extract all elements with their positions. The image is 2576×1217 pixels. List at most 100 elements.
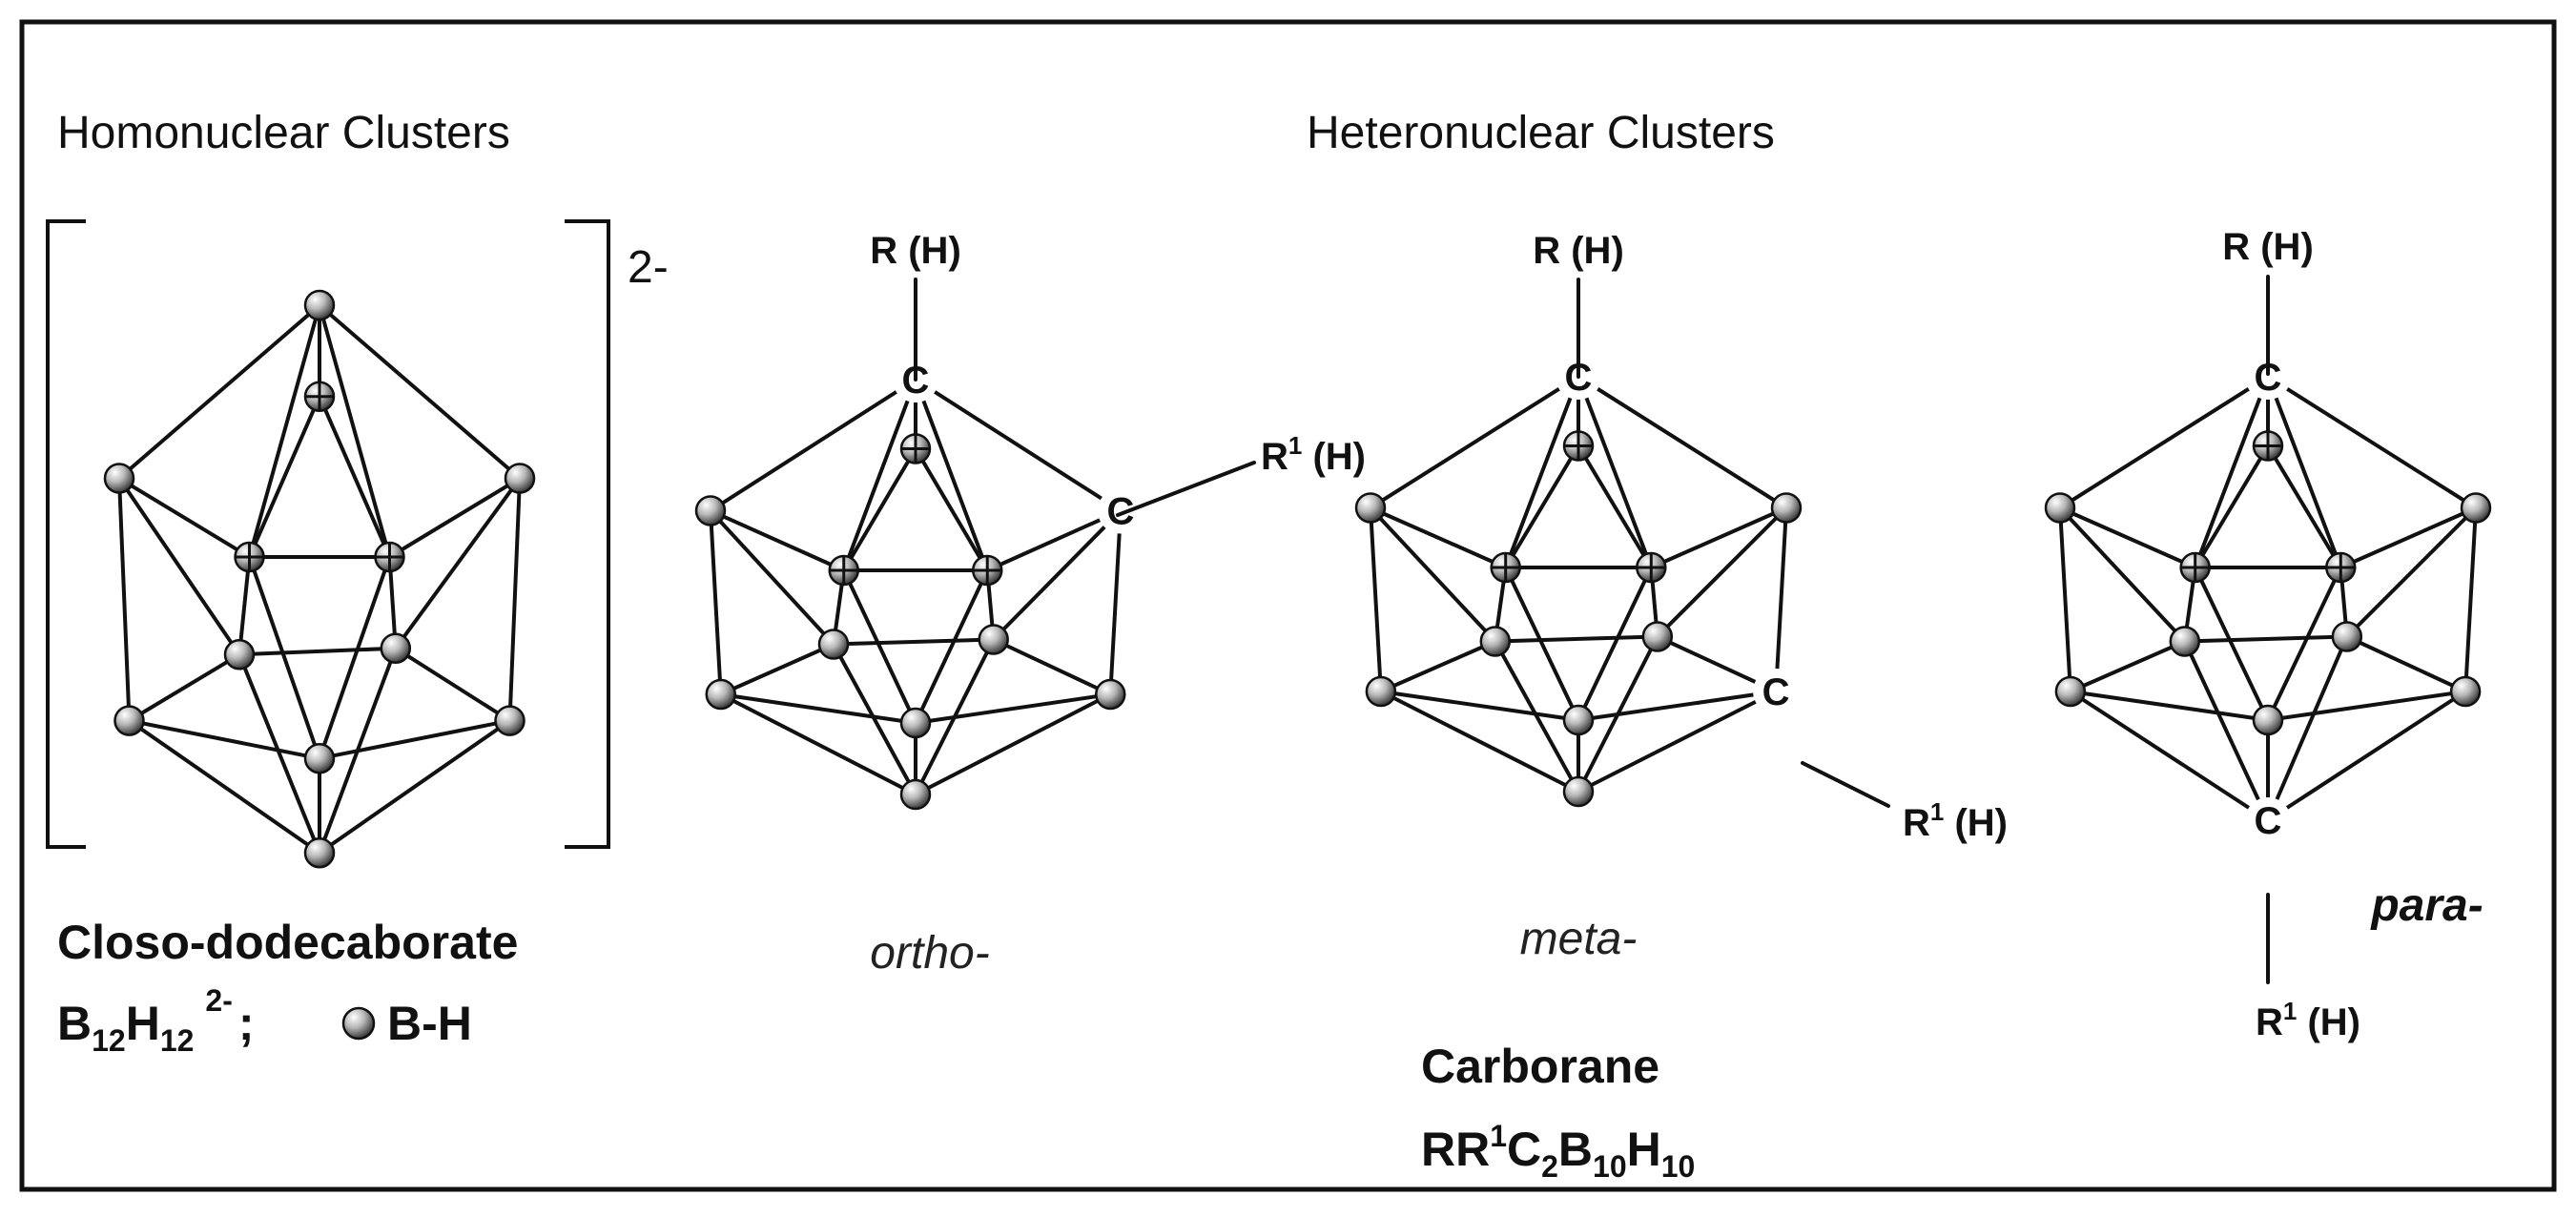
cluster-bond (237, 652, 321, 856)
boron-atom-icon (899, 778, 932, 811)
cluster-bond (2266, 375, 2343, 569)
cluster-bond (2068, 639, 2187, 693)
cluster-bond (709, 508, 723, 696)
cluster-bond (117, 476, 241, 657)
caption-para: para- (2369, 880, 2483, 931)
boron-atom-icon (380, 632, 412, 664)
cluster-bond (318, 394, 392, 559)
boron-atom-icon (504, 463, 536, 494)
caption-meta: meta- (1520, 914, 1638, 964)
cluster-bond (2058, 505, 2072, 693)
cluster-bond (117, 476, 132, 723)
boron-atom-icon (817, 629, 850, 660)
cluster-bond (2339, 505, 2478, 569)
cluster-bond (1503, 443, 1580, 569)
cluster-bond (1577, 443, 1654, 569)
cluster-bond (1655, 505, 1788, 639)
boron-atom-icon (2169, 626, 2201, 657)
boron-atom-icon (899, 707, 932, 739)
cluster-bond (1493, 634, 1659, 644)
boron-atom-icon (1562, 775, 1595, 808)
cluster-bond (127, 652, 241, 723)
cluster-bond (1378, 690, 1580, 794)
cluster-bond (2068, 690, 2270, 722)
cluster-bond (991, 508, 1123, 642)
cluster-bond (718, 692, 917, 796)
boron-atom-icon (1095, 678, 1126, 711)
carbon-atom-bg (2245, 797, 2291, 843)
boron-atom-icon (303, 289, 336, 321)
figure-frame (19, 19, 2557, 1192)
cluster-bond (318, 646, 398, 856)
cluster-bond (507, 476, 522, 723)
cluster-bond (1108, 508, 1123, 696)
cluster-meta: CC (1354, 354, 1803, 808)
cluster-bond (2193, 443, 2270, 569)
boron-atom-icon (1354, 492, 1387, 524)
cluster-bond (2463, 505, 2478, 693)
boron-atom-icon (2054, 675, 2087, 708)
meta-r-label: R (H) (1533, 230, 1624, 272)
cluster-bond (1369, 505, 1383, 693)
cluster-bond (1503, 375, 1580, 569)
cluster-para: CC (2044, 354, 2492, 843)
cluster-bond (2058, 505, 2187, 644)
cluster-bond (914, 446, 990, 572)
boron-atom-icon (1770, 492, 1803, 524)
cluster-bond (1378, 639, 1497, 693)
boron-atom-icon (705, 678, 736, 711)
cluster-bond (1493, 639, 1580, 794)
carbon-atom-bg (1753, 669, 1800, 714)
legend-ball-icon (341, 1006, 376, 1041)
cluster-bond (318, 303, 522, 481)
cluster-bond (991, 637, 1113, 696)
cluster-bond (127, 718, 321, 856)
header-homonuclear: Homonuclear Clusters (57, 108, 510, 158)
cluster-bond (1503, 566, 1580, 722)
cluster-bond (2182, 634, 2349, 644)
cluster-bond (2182, 639, 2270, 822)
boron-atom-icon (2331, 621, 2363, 652)
cluster-bond (1577, 690, 1779, 722)
cluster-bond (2266, 375, 2478, 510)
para-r1-label: R1 (H) (2256, 997, 2360, 1043)
cluster-bond (237, 646, 398, 657)
cluster-bond (914, 378, 1123, 513)
cluster-bond (1577, 690, 1779, 794)
boron-atom-icon (694, 495, 727, 526)
cluster-borate (103, 289, 536, 869)
cluster-bond (1577, 566, 1654, 722)
cluster-bond (1378, 690, 1580, 722)
cluster-bond (2193, 375, 2270, 569)
boron-atom-icon (2044, 492, 2076, 524)
cluster-bond (393, 646, 512, 723)
cluster-bond (709, 508, 835, 647)
cluster-bond (1649, 505, 1788, 569)
meta-r1-label: R1 (H) (1903, 797, 2008, 844)
para-r-label: R (H) (2222, 226, 2314, 268)
bond-meta-r1 (1801, 761, 1890, 808)
cluster-bond (318, 555, 392, 761)
cluster-bond (2344, 634, 2468, 693)
boron-atom-icon (1479, 626, 1512, 657)
boron-atom-icon (2460, 492, 2492, 524)
cluster-bond (318, 718, 512, 761)
boron-atom-icon (113, 705, 145, 736)
cluster-bond (718, 642, 835, 696)
boron-atom-icon (2252, 704, 2284, 736)
cluster-bond (718, 692, 917, 725)
cluster-bond (2058, 375, 2270, 510)
cluster-bond (832, 642, 917, 796)
cluster-bond (2193, 566, 2270, 722)
cluster-bond (117, 303, 321, 481)
header-heteronuclear: Heteronuclear Clusters (1307, 108, 1775, 158)
ortho-r-label: R (H) (870, 230, 961, 272)
bond-ortho-r1 (1116, 461, 1256, 517)
boron-atom-icon (223, 639, 256, 670)
boron-atom-icon (1641, 621, 1674, 652)
carborane-formula: RR1C2B10H10 (1421, 1119, 1695, 1184)
carbon-atom-bg (1098, 487, 1144, 534)
carbon-atom-label: C (2255, 800, 2282, 842)
cluster-bond (127, 718, 321, 761)
